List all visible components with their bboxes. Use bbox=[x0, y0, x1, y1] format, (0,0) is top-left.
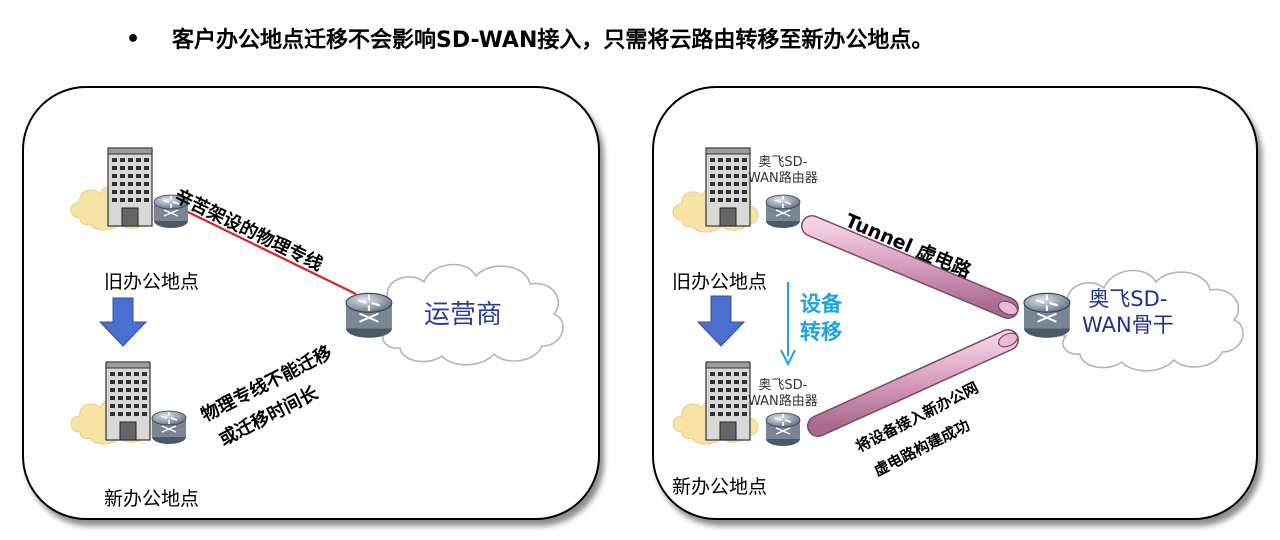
carrier-label: 运营商 bbox=[424, 300, 503, 330]
backbone-label: 奥飞SD- WAN骨干 bbox=[1082, 286, 1174, 338]
left-old-building-icon bbox=[107, 147, 153, 227]
router-caption-bottom: 奥飞SD- WAN路由器 bbox=[748, 378, 818, 410]
move-label: 设备 转移 bbox=[800, 290, 842, 346]
backbone-label-line2: WAN骨干 bbox=[1082, 313, 1174, 337]
right-new-building-icon bbox=[705, 361, 751, 441]
router-caption-bottom-line1: 奥飞SD- bbox=[758, 378, 808, 393]
backbone-router-icon bbox=[1022, 292, 1071, 339]
backbone-label-line1: 奥飞SD- bbox=[1088, 287, 1168, 311]
right-new-site-label: 新办公地点 bbox=[672, 476, 768, 498]
left-new-site-label: 新办公地点 bbox=[104, 488, 200, 510]
router-caption-top-line1: 奥飞SD- bbox=[758, 155, 808, 170]
left-old-site-label: 旧办公地点 bbox=[104, 271, 200, 293]
move-label-line2: 转移 bbox=[800, 320, 842, 344]
right-old-router-icon bbox=[765, 194, 801, 229]
physical-line bbox=[187, 211, 357, 295]
router-caption-top: 奥飞SD- WAN路由器 bbox=[748, 155, 818, 187]
right-old-site-label: 旧办公地点 bbox=[672, 271, 768, 293]
down-arrow-icon-right bbox=[696, 295, 746, 347]
right-new-router-icon bbox=[765, 412, 801, 447]
left-new-router-icon bbox=[151, 410, 187, 445]
bullet-icon: • bbox=[126, 27, 141, 52]
tunnel-pipe-top bbox=[801, 215, 1019, 319]
move-label-line1: 设备 bbox=[800, 292, 842, 316]
headline: 客户办公地点迁移不会影响SD-WAN接入，只需将云路由转移至新办公地点。 bbox=[172, 28, 934, 53]
router-caption-top-line2: WAN路由器 bbox=[748, 171, 818, 186]
carrier-router-icon bbox=[344, 292, 393, 339]
router-caption-bottom-line2: WAN路由器 bbox=[748, 394, 818, 409]
tunnel-pipe-bottom bbox=[807, 329, 1019, 437]
down-arrow-icon bbox=[98, 297, 148, 347]
left-new-building-icon bbox=[105, 361, 151, 441]
right-old-building-icon bbox=[705, 147, 751, 227]
move-arrow-icon bbox=[780, 282, 796, 367]
